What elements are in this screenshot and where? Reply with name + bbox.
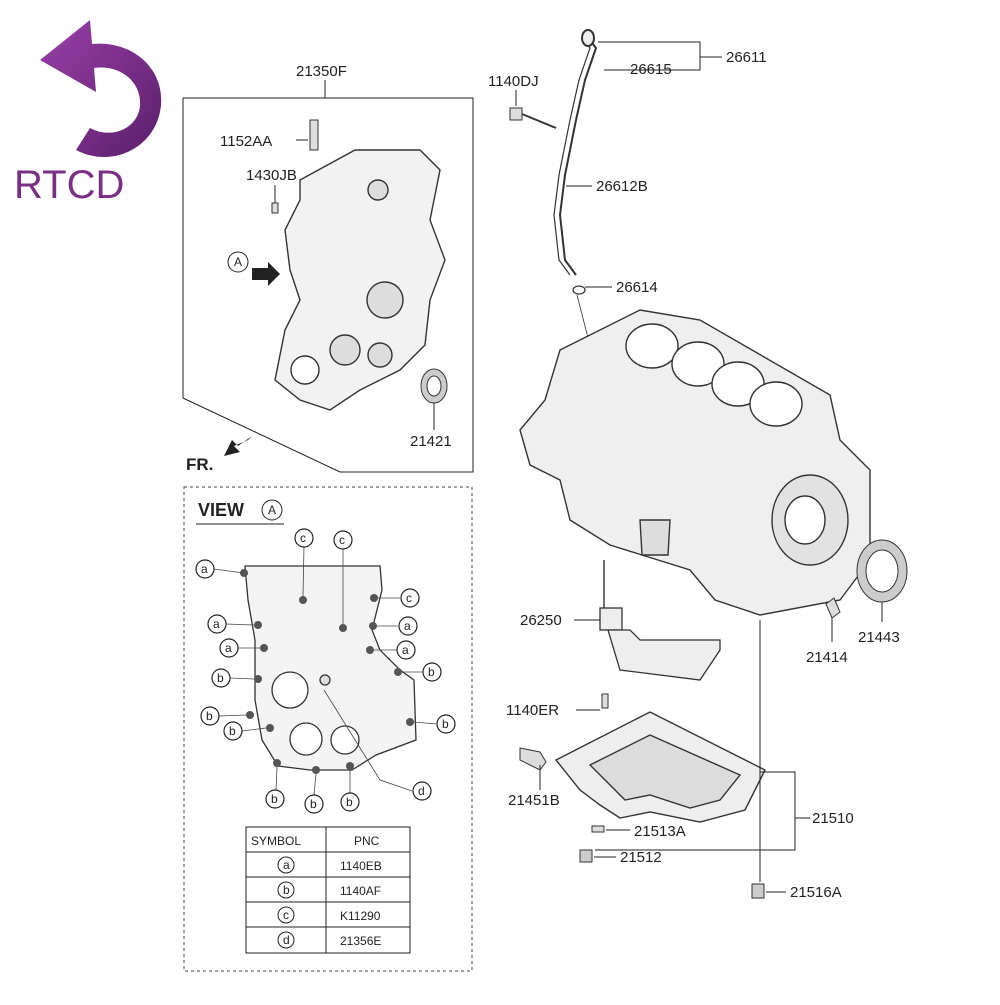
strainer-drawing (599, 560, 721, 681)
front-indicator: FR. (186, 455, 213, 474)
table-pnc-d: 21356E (340, 934, 381, 948)
table-pnc-a: 1140EB (340, 859, 382, 873)
table-symbol-c: c (283, 908, 289, 922)
callout-b: b (442, 717, 449, 731)
table-pnc-c: K11290 (340, 909, 381, 923)
brand-logo: RTCD (14, 20, 162, 207)
timing-cover-drawing (274, 149, 446, 411)
callout-b: b (346, 795, 353, 809)
dipstick-leaders (566, 41, 722, 288)
pin-1430jb-icon (271, 185, 279, 214)
callout-d: d (418, 784, 425, 798)
symbol-table (245, 826, 411, 954)
bolt-1140dj-icon (509, 90, 557, 129)
callout-b: b (229, 724, 236, 738)
callout-c: c (300, 531, 306, 545)
callout-b: b (206, 709, 213, 723)
oil-pan-leaders (595, 620, 810, 882)
bracket-21414-icon (825, 597, 841, 642)
logo-text: RTCD (14, 163, 124, 207)
label-bolt-1152aa: 1152AA (220, 133, 272, 150)
bolt-21516a-icon (751, 883, 786, 899)
label-bracket-21414: 21414 (806, 649, 848, 666)
oil-pan-drawing (554, 711, 766, 823)
callout-a: a (201, 562, 208, 576)
seal-21421-icon (420, 368, 448, 430)
callout-a: a (402, 643, 409, 657)
view-title-marker: A (268, 503, 276, 517)
callout-a: a (213, 617, 220, 631)
callout-c: c (339, 533, 345, 547)
table-header-symbol: SYMBOL (251, 834, 301, 848)
label-dipstick-tube: 26612B (596, 178, 648, 195)
front-arrow-icon (224, 436, 252, 456)
table-symbol-d: d (283, 933, 290, 947)
label-front-cover-group: 21350F (296, 63, 347, 80)
view-a-panel (183, 486, 473, 972)
callout-letters: a c c c a a a a b b b b b b b b d (201, 531, 449, 811)
callout-a: a (404, 619, 411, 633)
label-dipstick-assy: 26611 (726, 49, 767, 66)
label-sensor: 21451B (508, 792, 560, 809)
view-title: VIEW (198, 500, 244, 520)
label-seal-21421: 21421 (410, 433, 452, 450)
label-bolt-1140dj: 1140DJ (488, 73, 539, 90)
callout-b: b (217, 671, 224, 685)
callout-circles (195, 528, 456, 814)
callout-leaders (213, 545, 437, 796)
refresh-arrow-icon (40, 20, 162, 158)
drain-plug-icon (579, 849, 616, 863)
label-bolt-1140er: 1140ER (506, 702, 559, 719)
table-header-pnc: PNC (354, 834, 380, 848)
label-oring-26614: 26614 (616, 279, 658, 296)
label-rear-seal: 21443 (858, 629, 900, 646)
view-arrow-icon (227, 251, 280, 286)
front-cover-group (182, 80, 474, 473)
sensor-21451b-icon (519, 747, 547, 790)
label-dipstick-grip: 26615 (630, 61, 672, 78)
bolt-1152aa-icon (296, 119, 319, 151)
table-symbol-b: b (283, 883, 290, 897)
label-pin-1430jb: 1430JB (246, 167, 297, 184)
rear-seal-21443-icon (856, 539, 908, 622)
callout-c: c (406, 591, 412, 605)
callout-a: a (225, 641, 232, 655)
engine-block-drawing (519, 309, 871, 616)
label-strainer: 26250 (520, 612, 562, 629)
table-pnc-b: 1140AF (340, 884, 381, 898)
dipstick-drawing (553, 29, 641, 541)
view-a-cover-drawing (244, 565, 417, 771)
label-gasket: 21513A (634, 823, 686, 840)
table-symbol-a: a (283, 858, 290, 872)
label-oil-pan: 21510 (812, 810, 854, 827)
bolt-1140er-icon (576, 693, 609, 711)
callout-b: b (271, 792, 278, 806)
gasket-21513a-icon (591, 825, 605, 833)
label-drain-plug: 21512 (620, 849, 662, 866)
callout-b: b (428, 665, 435, 679)
view-marker-label: A (234, 255, 242, 269)
view-title-marker-ring (261, 499, 283, 521)
label-bolt-21516a: 21516A (790, 884, 842, 901)
callout-b: b (310, 797, 317, 811)
